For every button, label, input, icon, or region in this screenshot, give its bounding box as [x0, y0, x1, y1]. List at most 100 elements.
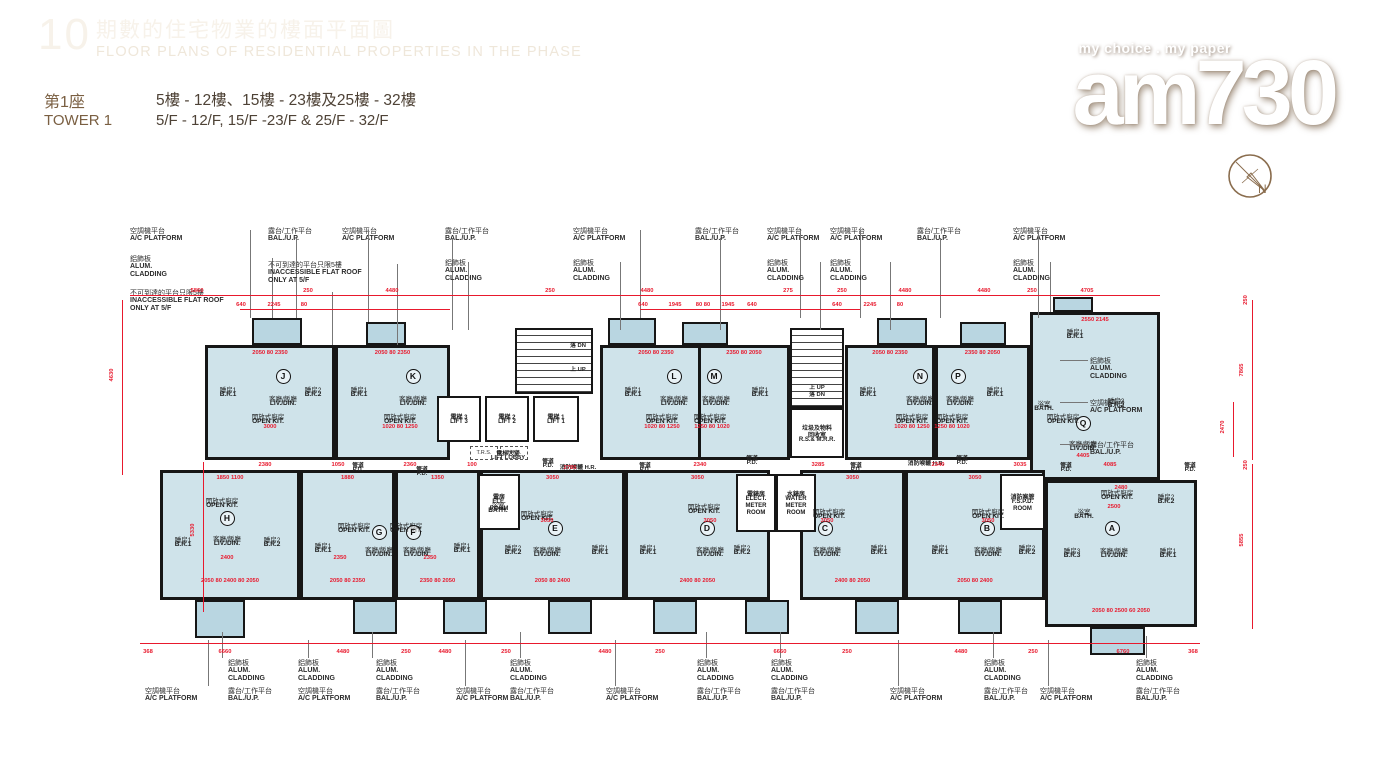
- dimension-label: 2050 80 2350: [374, 350, 411, 356]
- room-label-zh: 睡房1: [350, 387, 368, 394]
- dimension-label: 368: [143, 649, 153, 655]
- balcony: [366, 322, 406, 345]
- balcony: [443, 600, 487, 634]
- room-label-en: OPEN KIT.: [252, 418, 284, 425]
- callout-alum-en: ALUM.: [697, 667, 720, 674]
- callout-alum-en: ALUM.: [298, 667, 321, 674]
- room-label-en: OPEN KIT.: [338, 527, 370, 534]
- callout-alum-en: CLADDING: [228, 675, 265, 682]
- dimension-label: 3050: [846, 475, 859, 481]
- dimension-label: 3050: [691, 475, 704, 481]
- unit-block-C: [800, 470, 905, 600]
- room-label-en: B.R.3: [1063, 552, 1081, 559]
- callout-alum-zh: 鋁飾板: [1013, 260, 1034, 267]
- leader-line: [898, 640, 899, 686]
- room-label-zh: 客廳/飯廳: [946, 396, 974, 403]
- room-label-en: LIV./DIN.: [403, 551, 431, 558]
- room-label-zh: 客廳/飯廳: [1100, 548, 1128, 555]
- dimension-label: 2050 80 2400: [534, 578, 571, 584]
- callout-ac-en: A/C PLATFORM: [1090, 407, 1143, 414]
- plan-small-label: P.D.: [746, 459, 758, 466]
- leader-line: [720, 238, 721, 330]
- room-label-zh: 客廳/飯廳: [696, 547, 724, 554]
- callout-ac-en: A/C PLATFORM: [456, 695, 509, 702]
- callout-bal-zh: 露台/工作平台: [695, 228, 739, 235]
- room-label-zh: 客廳/飯廳: [533, 547, 561, 554]
- callout-alum-en: CLADDING: [767, 275, 804, 282]
- callout-bal-zh: 露台/工作平台: [697, 688, 741, 695]
- dimension-label: 5860: [190, 288, 204, 294]
- callout-bal-zh: 露台/工作平台: [917, 228, 961, 235]
- dimension-label: 250: [1243, 295, 1249, 305]
- callout-ac-en: A/C PLATFORM: [1013, 235, 1066, 242]
- leader-line: [1146, 636, 1147, 658]
- callout-ac-en: A/C PLATFORM: [767, 235, 820, 242]
- tower-floors-en: 5/F - 12/F, 15/F -23/F & 25/F - 32/F: [156, 112, 389, 129]
- room-label-en: B.R.1: [219, 391, 237, 398]
- room-label-zh: 睡房1: [1066, 329, 1084, 336]
- room-label-en: BATH.: [488, 507, 508, 514]
- am730-logo: my choice . my paper am730: [1073, 40, 1339, 139]
- dimension-label: 250: [303, 288, 313, 294]
- dimension-label: 2050 80 2500 60 2050: [1091, 608, 1151, 614]
- service-room: [790, 408, 844, 458]
- callout-bal-en: BAL./U.P.: [445, 235, 476, 242]
- dimension-label: 5855: [1239, 533, 1245, 547]
- room-label-en: B.R.2: [1018, 549, 1036, 556]
- room-label-zh: 開放式廚房: [935, 414, 969, 421]
- callout-alum-zh: 鋁飾板: [510, 660, 531, 667]
- unit-block-Q: [1030, 312, 1160, 480]
- balcony: [1053, 297, 1093, 312]
- leader-line: [860, 230, 861, 318]
- room-label-en: B.R.1: [1066, 333, 1084, 340]
- staircase: [515, 328, 593, 394]
- unit-block-A: [1045, 480, 1197, 627]
- callout-bal-zh: 露台/工作平台: [984, 688, 1028, 695]
- room-label-zh: 開放式廚房: [383, 414, 417, 421]
- room-label-en: LIV./DIN.: [1069, 445, 1097, 452]
- dimension-label: 640: [747, 302, 757, 308]
- callout-alum-en: CLADDING: [984, 675, 1021, 682]
- leader-line: [890, 262, 891, 330]
- dimension-label: 250: [545, 288, 555, 294]
- dimension-label: 1020 80 1250: [644, 424, 680, 430]
- room-label-zh: 客廳/飯廳: [906, 396, 934, 403]
- dimension-label: 4480: [640, 288, 654, 294]
- dimension-label: 4480: [977, 288, 991, 294]
- dimension-label: 2050 80 2400 80 2050: [200, 578, 260, 584]
- callout-alum-en: CLADDING: [1090, 373, 1127, 380]
- dimension-label: 3285: [811, 462, 825, 468]
- dimension-label: 6660: [773, 649, 787, 655]
- callout-ac-en: A/C PLATFORM: [890, 695, 943, 702]
- service-room-label: ROOM: [746, 510, 766, 516]
- leader-line: [1038, 230, 1039, 318]
- unit-letter-N: N: [912, 368, 928, 384]
- dimension-label: 250: [842, 649, 852, 655]
- dimension-label: 1880: [341, 475, 354, 481]
- plan-small-label: 管道: [956, 456, 968, 462]
- callout-ac-zh: 空調機平台: [298, 688, 333, 695]
- callout-alum-zh: 鋁飾板: [130, 256, 151, 263]
- dimension-label: 6660: [218, 649, 232, 655]
- unit-letter-F: F: [405, 524, 421, 540]
- leader-line: [1060, 444, 1088, 445]
- red-dimension-line: [122, 300, 123, 475]
- logo-tagline: my choice . my paper: [1078, 40, 1231, 56]
- room-label-zh: 睡房1: [986, 387, 1004, 394]
- unit-block-K: [335, 345, 450, 460]
- service-room: [437, 396, 481, 442]
- room-label-en: BATH.: [1034, 405, 1054, 412]
- service-room-label: WATER: [785, 496, 807, 502]
- leader-line: [940, 238, 941, 318]
- callout-alum-zh: 鋁飾板: [830, 260, 851, 267]
- red-dimension-line: [130, 295, 1160, 296]
- unit-letter-G: G: [371, 524, 387, 540]
- room-label-zh: 睡房2: [1018, 545, 1036, 552]
- callout-ac-en: A/C PLATFORM: [130, 235, 183, 242]
- leader-line: [706, 632, 707, 658]
- dimension-label: 2050 80 2350: [638, 350, 674, 356]
- room-label-en: OPEN KIT.: [1101, 494, 1133, 501]
- room-label-en: B.R.1: [174, 541, 192, 548]
- callout-alum-en: CLADDING: [697, 675, 734, 682]
- room-label-zh: 睡房3: [1063, 548, 1081, 555]
